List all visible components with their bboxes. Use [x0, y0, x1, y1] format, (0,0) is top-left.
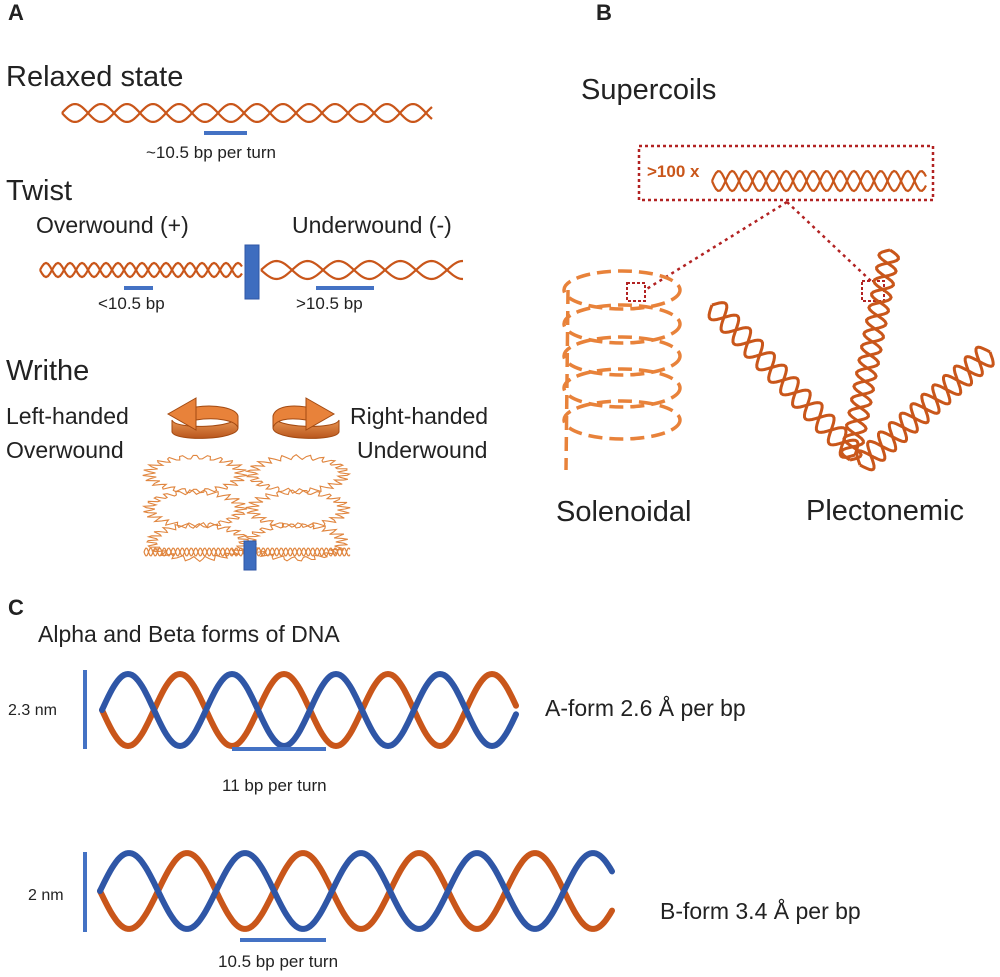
plectonemic-supercoil [707, 248, 995, 472]
b-form-turn-label: 10.5 bp per turn [218, 952, 339, 971]
solenoidal-supercoil [562, 269, 682, 471]
overwound-label: Overwound (+) [36, 212, 189, 238]
relaxed-strand-1 [61, 103, 433, 123]
a-form-width-label: 2.3 nm [8, 702, 57, 719]
b-form-double-helix [97, 850, 615, 932]
plectonemic-label: Plectonemic [806, 495, 964, 527]
left-handed-label: Left-handed [6, 403, 129, 429]
writhe-loop [245, 489, 351, 529]
right-handed-arrow-icon [272, 397, 340, 439]
b-form-blue-strand [97, 850, 615, 932]
solenoid-turn [562, 269, 682, 311]
a-form-blue-strand [99, 670, 519, 750]
relaxed-strand-2 [61, 103, 433, 123]
left-handed-arrow-icon [166, 397, 239, 439]
writhe-loop [244, 454, 352, 494]
left-overwound-label: Overwound [6, 437, 124, 463]
zoom-connector-right [786, 201, 873, 283]
multiplier-label: >100 x [647, 162, 700, 181]
relaxed-caption: ~10.5 bp per turn [146, 143, 276, 162]
solenoid-zoom-marker [626, 282, 646, 302]
inset-strand-2 [710, 169, 927, 193]
right-underwound-label: Underwound [357, 437, 488, 463]
writhe-loop [146, 521, 251, 563]
underwound-strand-1 [260, 259, 464, 281]
plectoneme-left-strand-2 [711, 301, 856, 459]
underwound-strand-2 [260, 259, 464, 281]
a-form-label: A-form 2.6 Å per bp [545, 695, 746, 721]
right-handed-label: Right-handed [350, 403, 489, 429]
panel-b-label: B [596, 0, 612, 25]
relaxed-helix [61, 103, 433, 123]
overwound-helix [39, 261, 243, 279]
plectoneme-vertical-strand-2 [840, 248, 900, 462]
underwound-label: Underwound (-) [292, 212, 452, 238]
plectoneme-right-strand-2 [855, 351, 995, 466]
twist-barrier-block [244, 244, 260, 300]
zoom-inset-box [637, 144, 935, 202]
inset-helix [710, 169, 927, 193]
underwound-bp-label: >10.5 bp [296, 294, 363, 313]
a-form-double-helix [99, 670, 519, 750]
panel-c-title: Alpha and Beta forms of DNA [38, 621, 340, 647]
panel-a-label: A [8, 0, 24, 25]
b-form-width-label: 2 nm [28, 887, 64, 904]
overwound-bp-label: <10.5 bp [98, 294, 165, 313]
solenoid-turn [562, 367, 682, 409]
b-form-label: B-form 3.4 Å per bp [660, 898, 861, 924]
inset-strand-1 [710, 169, 927, 193]
solenoid-tail [564, 289, 570, 471]
supercoils-title: Supercoils [581, 74, 717, 106]
writhe-barrier-block [243, 540, 257, 571]
panel-c-label: C [8, 595, 24, 620]
writhe-loop [141, 489, 248, 529]
overwound-strand-2 [39, 261, 243, 279]
twist-title: Twist [6, 175, 73, 207]
writhe-loop [142, 454, 248, 494]
a-form-turn-label: 11 bp per turn [222, 776, 327, 795]
solenoidal-label: Solenoidal [556, 496, 692, 528]
b-form-orange-strand [97, 850, 615, 932]
underwound-helix [260, 259, 464, 281]
writhe-title: Writhe [6, 355, 90, 387]
solenoid-turn [562, 335, 682, 377]
relaxed-state-title: Relaxed state [6, 61, 184, 93]
solenoid-turn [562, 303, 682, 345]
solenoid-turn [562, 399, 682, 441]
